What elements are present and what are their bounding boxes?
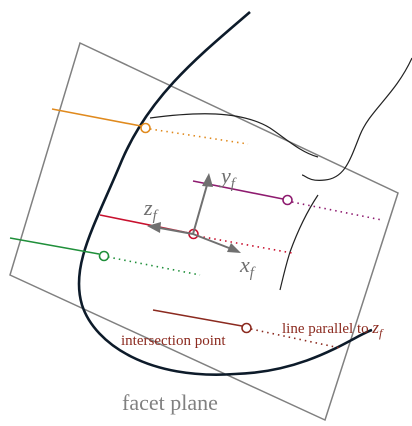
x-axis-label: xf	[239, 252, 256, 281]
brown-ray	[152, 309, 341, 349]
y-axis-label: yf	[219, 163, 237, 192]
orange-ray	[51, 108, 249, 145]
facet-plane-label: facet plane	[122, 390, 218, 415]
surface-contour-inner	[279, 194, 319, 291]
facet-axes	[147, 173, 241, 253]
surface-outline-curve	[77, 11, 373, 376]
z-axis-label: zf	[143, 195, 159, 224]
green-ray	[9, 237, 201, 276]
line-parallel-label: line parallel to zf	[282, 318, 384, 340]
surface-contour-right	[301, 57, 412, 181]
surface-contour-upper	[149, 113, 319, 158]
facet-plane-outline	[9, 41, 399, 422]
intersection-point-label: intersection point	[121, 333, 226, 349]
